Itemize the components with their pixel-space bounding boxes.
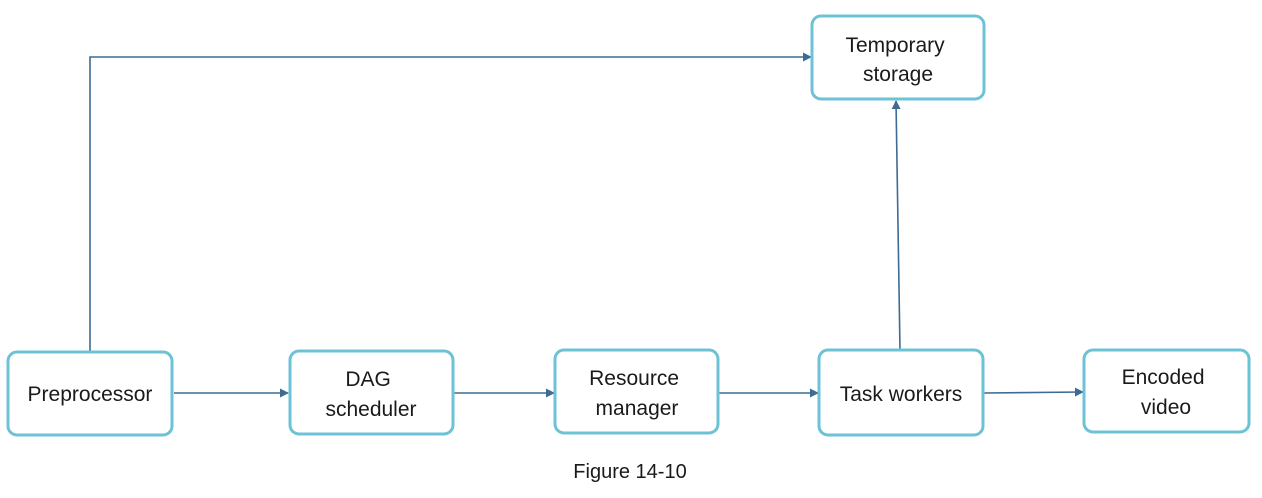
svg-text:Task workers: Task workers [840,383,963,406]
edges [89,52,1084,398]
node-temporary-storage: Temporary storage [810,14,986,101]
svg-text:Preprocessor: Preprocessor [28,383,153,406]
node-box [810,14,986,101]
edge-task-workers-to-encoded-video [983,387,1084,397]
figure-caption: Figure 14-10 [573,461,686,483]
node-label-line: Encoded [1122,366,1205,389]
node-label-line: Resource [589,367,679,390]
node-preprocessor: Preprocessor [6,350,174,437]
node-dag-scheduler: DAG scheduler [288,349,455,436]
edge-preprocessor-to-temporary-storage [89,52,812,352]
node-box [817,348,985,437]
node-label-line: Preprocessor [28,383,153,406]
node-label-line: storage [863,63,933,86]
node-label-line: manager [596,397,679,420]
svg-text:Encoded video: Encoded video [1122,366,1211,419]
node-task-workers: Task workers [817,348,985,437]
svg-text:DAG scheduler: DAG scheduler [325,368,416,421]
node-box [6,350,174,437]
node-resource-manager: Resource manager [553,348,720,435]
node-box [553,348,720,435]
node-label-line: scheduler [325,398,416,421]
node-label-line: Temporary [845,34,945,57]
node-label-line: Task workers [840,383,963,406]
svg-text:Temporary storage: Temporary storage [845,34,950,86]
node-box [288,349,455,436]
node-box [1082,348,1251,434]
node-encoded-video: Encoded video [1082,348,1251,434]
node-label-line: DAG [345,368,391,391]
svg-text:Resource manager: Resource manager [589,367,685,420]
edge-task-workers-to-temporary-storage [891,100,901,351]
node-label-line: video [1141,396,1191,419]
